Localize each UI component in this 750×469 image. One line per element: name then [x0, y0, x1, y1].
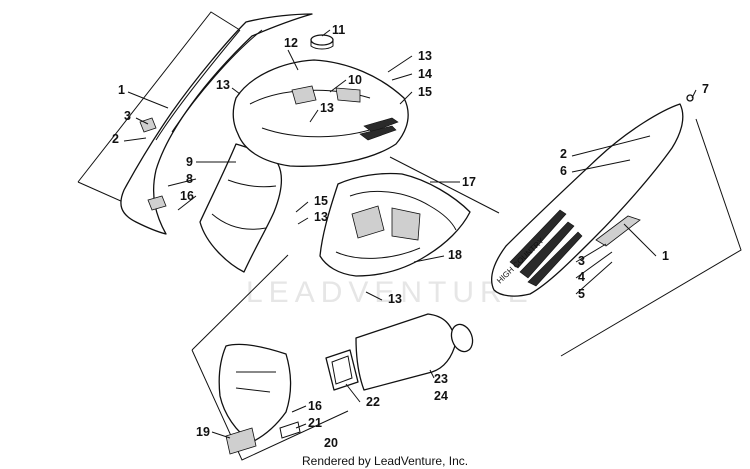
- callout-13-top: 13: [418, 49, 432, 63]
- callout-19: 19: [196, 425, 210, 439]
- callout-13-lower: 13: [314, 210, 328, 224]
- callout-15-mid: 15: [314, 194, 328, 208]
- callout-20: 20: [324, 436, 338, 450]
- callout-10: 10: [348, 73, 362, 87]
- callout-21: 21: [308, 416, 322, 430]
- lower-front-bezel: [218, 343, 301, 455]
- callout-13-mid: 13: [320, 101, 334, 115]
- right-side-panel: HIGH COUNTRY: [491, 94, 694, 297]
- callout-17: 17: [462, 175, 476, 189]
- watermark-text: LEADVENTURE: [246, 276, 534, 309]
- storage-bin: [319, 172, 471, 277]
- callout-9: 9: [186, 155, 193, 169]
- air-intake-duct: [325, 313, 474, 391]
- hood-shroud: [199, 143, 283, 273]
- callout-16-left: 16: [180, 189, 194, 203]
- callout-2-left: 2: [112, 132, 119, 146]
- footer-credit: Rendered by LeadVenture, Inc.: [302, 454, 468, 468]
- callout-8: 8: [186, 172, 193, 186]
- callout-labels: 1 3 2 12 11 13 14 13 10 13 15 9 8 16 7 2…: [112, 23, 709, 450]
- callout-1-right: 1: [662, 249, 669, 263]
- callout-7: 7: [702, 82, 709, 96]
- callout-24: 24: [434, 389, 448, 403]
- group-box-center: [389, 156, 500, 214]
- callout-4: 4: [578, 270, 585, 284]
- callout-1-left: 1: [118, 83, 125, 97]
- group-box-right: [560, 118, 742, 357]
- callout-3-right: 3: [578, 254, 585, 268]
- callout-16-bottom: 16: [308, 399, 322, 413]
- leader-lines: [123, 29, 697, 439]
- callout-3-left: 3: [124, 109, 131, 123]
- group-box-bottom: [191, 254, 349, 461]
- callout-14: 14: [418, 67, 432, 81]
- callout-23: 23: [434, 372, 448, 386]
- callout-2-right: 2: [560, 147, 567, 161]
- callout-5: 5: [578, 287, 585, 301]
- upper-console: [232, 34, 409, 167]
- callout-22: 22: [366, 395, 380, 409]
- left-side-panel: [120, 13, 313, 235]
- callout-11: 11: [332, 23, 345, 37]
- callout-13-left: 13: [216, 78, 230, 92]
- callout-12: 12: [284, 36, 298, 50]
- callout-6: 6: [560, 164, 567, 178]
- callout-15-top: 15: [418, 85, 432, 99]
- callout-18: 18: [448, 248, 462, 262]
- callout-13-bottom: 13: [388, 292, 402, 306]
